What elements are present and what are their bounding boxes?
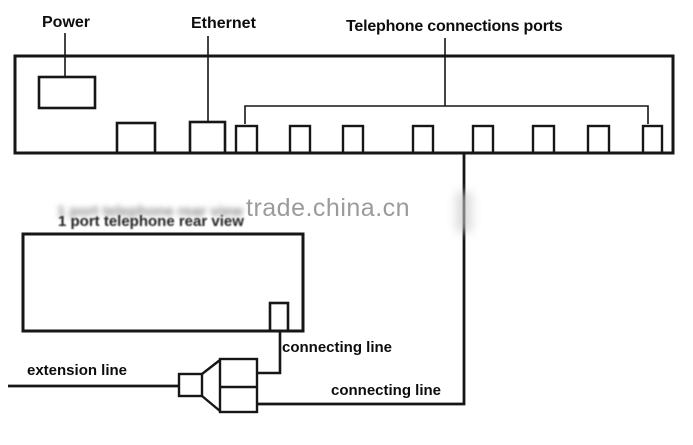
telephone-ports-label: Telephone connections ports [346,18,563,35]
connecting-line-top-path [257,331,282,375]
ethernet-label: Ethernet [191,15,256,32]
telephone-rear-view-outline [21,232,305,333]
splitter-body [218,357,259,414]
splitter-taper-top [201,359,221,375]
telephone-port-2 [288,124,312,155]
splitter-taper-bottom [201,395,221,412]
watermark-smudge [456,192,472,232]
rear-view-label: 1 port telephone rear view [58,213,244,230]
ethernet-port [188,120,227,155]
extension-line-label: extension line [27,362,128,379]
aux-port [115,121,157,155]
connecting-line-bottom-path [257,153,466,406]
connecting-line-bottom-label: connecting line [331,382,442,399]
telephone-port-8 [641,124,664,155]
rear-view-label-smudge: 1 port telephone rear view [57,203,243,220]
telephone-ports-bracket [244,105,649,124]
telephone-port-4 [411,124,435,155]
telephone-port-1 [234,124,259,155]
power-label: Power [42,14,91,31]
connecting-line-top-label: connecting line [282,339,393,356]
watermark-text: trade.china.cn [246,194,411,222]
telephone-line-port [268,301,290,333]
telephone-port-5 [471,124,495,155]
power-port [37,75,97,110]
telephone-port-3 [341,124,365,155]
splitter-plug [177,372,204,398]
telephone-port-6 [531,124,556,155]
telephone-port-7 [586,124,611,155]
